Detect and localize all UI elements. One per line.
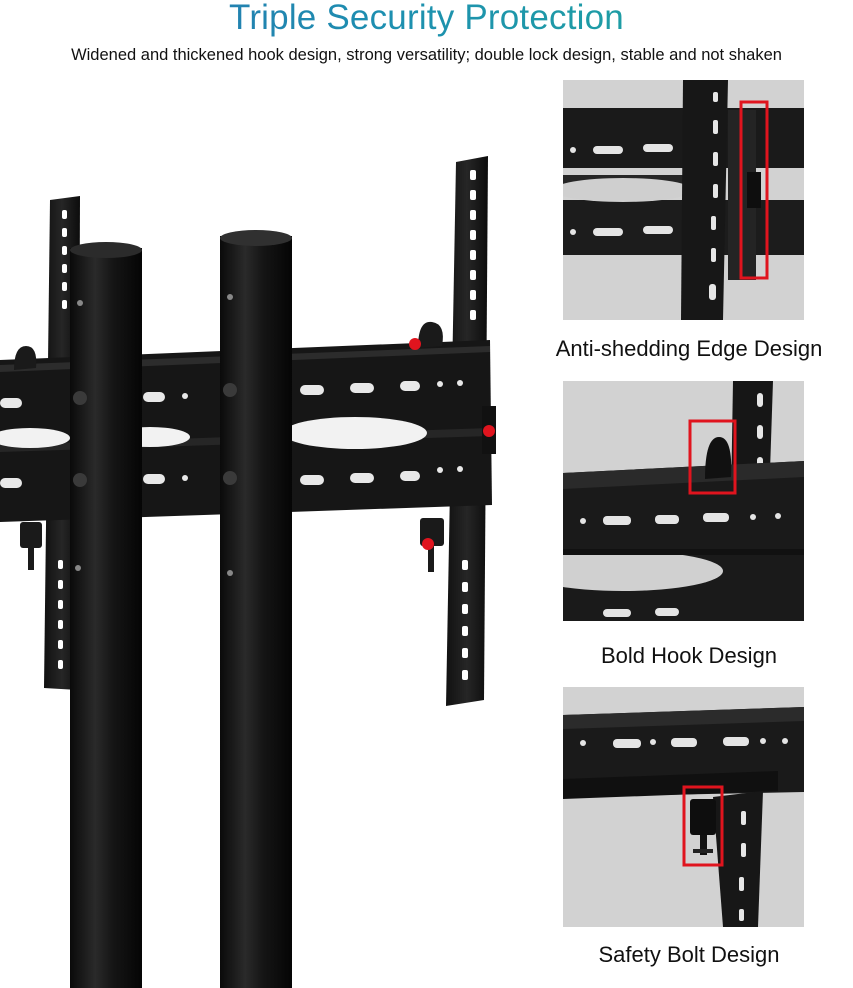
front-pole [70, 248, 142, 988]
page-subtitle: Widened and thickened hook design, stron… [71, 46, 782, 64]
caption-safety-bolt: Safety Bolt Design [598, 942, 780, 967]
caption-bold-hook: Bold Hook Design [600, 643, 778, 668]
anti-shedding-edge-photo [563, 80, 804, 320]
highlight-box [739, 100, 769, 280]
back-pole [220, 236, 292, 988]
marker-bolt [422, 538, 434, 550]
marker-edge [483, 425, 495, 437]
safety-bolt-photo [563, 687, 804, 927]
caption-anti-shedding: Anti-shedding Edge Design [555, 336, 823, 361]
highlight-box [688, 419, 737, 495]
highlight-box [682, 785, 724, 867]
page-title: Triple Security Protection [0, 0, 853, 38]
bold-hook-photo [563, 381, 804, 621]
marker-hook [409, 338, 421, 350]
tv-stand-bracket-photo [0, 156, 496, 988]
top-hook [418, 321, 443, 348]
